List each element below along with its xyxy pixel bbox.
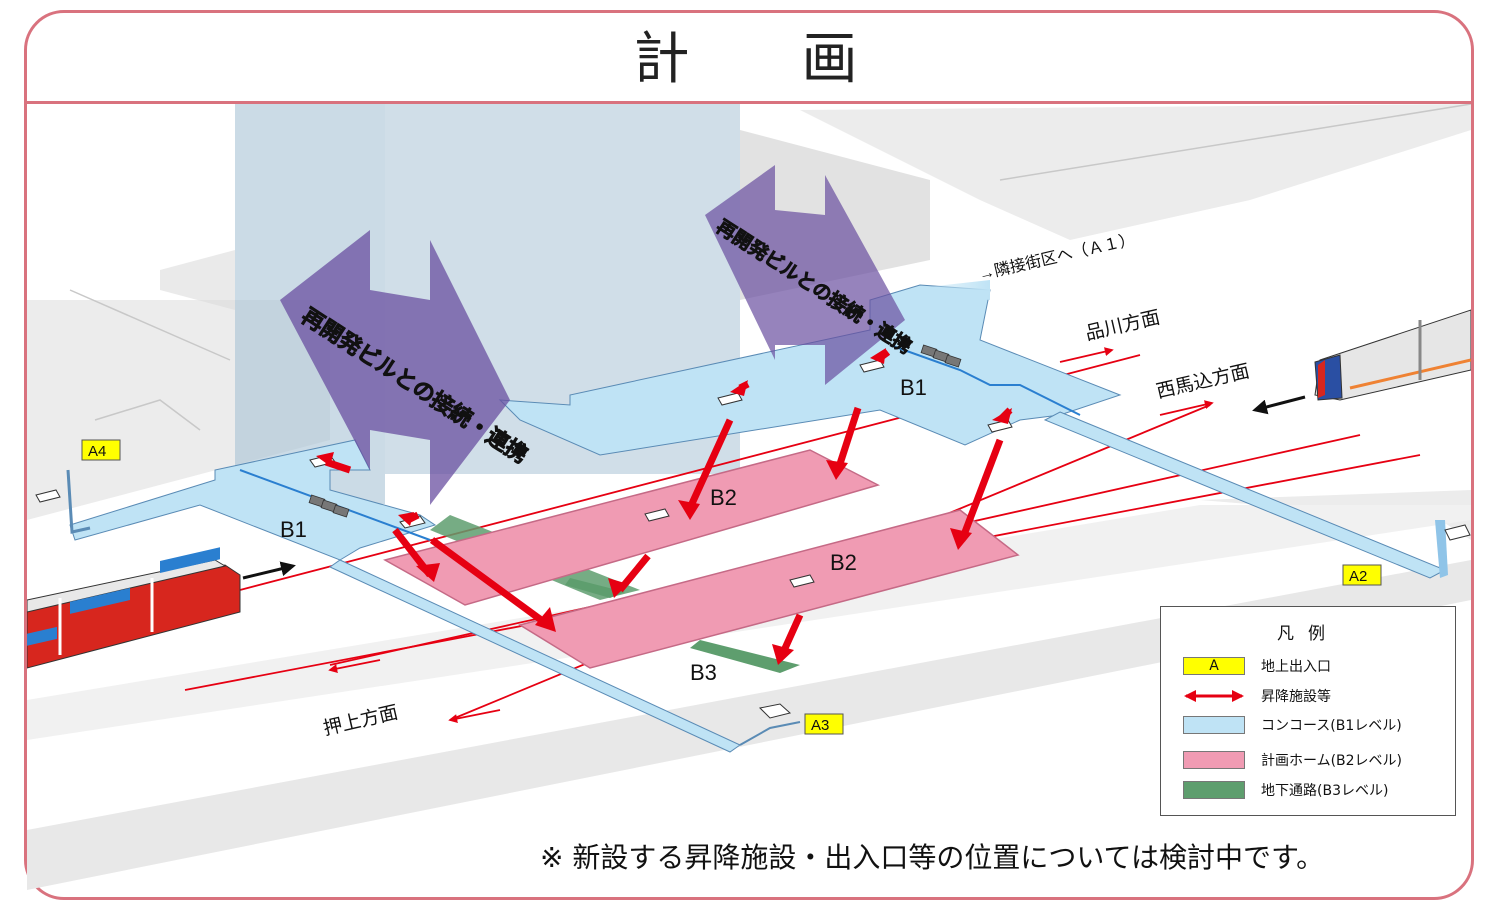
legend-title: 凡例: [1277, 624, 1339, 644]
exit-a2: A2: [1342, 564, 1382, 586]
label-b1-right: B1: [900, 375, 927, 400]
direction-shinagawa: 品川方面: [1083, 306, 1162, 345]
svg-text:A2: A2: [1349, 568, 1367, 585]
svg-text:A3: A3: [811, 717, 829, 734]
legend-item-exit: A 地上出入口: [1183, 655, 1331, 677]
platform-b2-upper: [383, 449, 881, 606]
exit-a1-label: →隣接街区へ（Ａ１）: [977, 230, 1137, 284]
svg-text:A4: A4: [88, 443, 106, 460]
label-b1-left: B1: [280, 517, 307, 542]
legend-item-platform: 計画ホーム(B2レベル): [1183, 749, 1402, 771]
legend-swatch-passage: [1183, 781, 1245, 799]
train-right: [1314, 309, 1471, 401]
legend-swatch-exit: A: [1183, 657, 1245, 675]
train-direction-right: [1252, 395, 1306, 415]
connection-arrow-left: [280, 230, 510, 505]
block-top-right: [800, 104, 1471, 240]
footnote: ※ 新設する昇降施設・出入口等の位置については検討中です。: [540, 841, 1325, 874]
label-b3: B3: [690, 660, 717, 685]
road-band: [27, 560, 1471, 890]
platform-b2-lower: [518, 509, 1020, 669]
legend-swatch-arrow-icon: [1183, 687, 1245, 705]
corridor-a2: [1043, 411, 1447, 579]
connection-arrow-right: [705, 165, 905, 385]
legend-item-elevator: 昇降施設等: [1183, 685, 1331, 707]
legend-swatch-platform: [1183, 751, 1245, 769]
legend-swatch-concourse: [1183, 716, 1245, 734]
escalators: [308, 344, 962, 518]
passage-b3: [690, 640, 800, 673]
page-title: 計 画: [633, 27, 858, 92]
label-b2-upper: B2: [710, 485, 737, 510]
title-divider: [27, 101, 1471, 104]
legend: 凡例 A 地上出入口 昇降施設等 コンコース(B1レベル) 計画ホーム(B2レベ…: [1160, 606, 1456, 816]
train-left: [27, 547, 241, 669]
legend-item-concourse: コンコース(B1レベル): [1183, 714, 1402, 736]
train-direction-left: [242, 561, 296, 580]
exit-a4: A4: [81, 439, 121, 461]
label-b2-lower: B2: [830, 550, 857, 575]
direction-nishimagome: 西馬込方面: [1154, 360, 1252, 403]
exit-a3: A3: [804, 713, 844, 735]
legend-item-passage: 地下通路(B3レベル): [1183, 779, 1388, 801]
corridor-a3: [329, 559, 741, 753]
direction-oshiage: 押上方面: [321, 701, 400, 740]
concourse-b1-right: [498, 284, 1122, 456]
